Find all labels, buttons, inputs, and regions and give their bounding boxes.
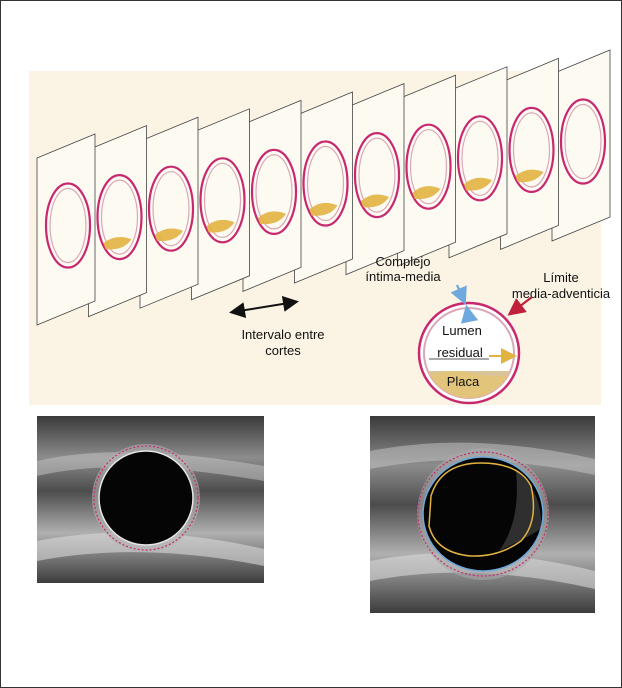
lumen-label-line1: Lumen xyxy=(442,323,482,338)
slice xyxy=(192,109,250,300)
ma-label-line2: media-adventicia xyxy=(512,286,611,301)
slice xyxy=(449,67,507,258)
lumen-label-line2: residual xyxy=(437,345,483,360)
slice xyxy=(346,84,404,275)
slice xyxy=(140,117,198,308)
slice xyxy=(501,58,559,249)
ma-label-line1: Límite xyxy=(543,270,578,285)
ultrasound-image-right xyxy=(370,416,595,613)
slice xyxy=(295,92,353,283)
ultrasound-image-left xyxy=(37,416,264,583)
slice xyxy=(398,75,456,266)
slice xyxy=(552,50,610,241)
slice xyxy=(89,126,147,317)
plaque-label: Placa xyxy=(447,374,480,389)
left-lumen xyxy=(99,451,193,545)
slice xyxy=(37,134,95,325)
slice xyxy=(243,100,301,291)
imc-label-line2: íntima-media xyxy=(365,269,441,284)
imc-label-line1: Complejo xyxy=(376,254,431,269)
interval-label-line1: Intervalo entre xyxy=(241,327,324,342)
interval-label-line2: cortes xyxy=(265,343,301,358)
